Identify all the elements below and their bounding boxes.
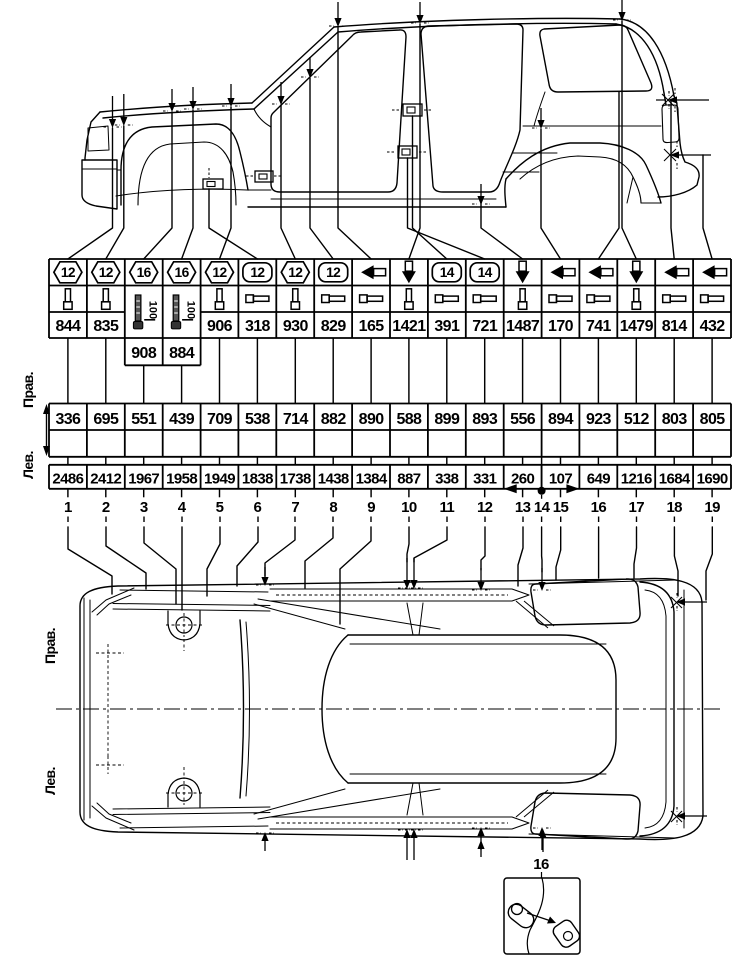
svg-text:16: 16	[591, 499, 607, 516]
svg-text:15: 15	[553, 499, 569, 516]
svg-text:1958: 1958	[166, 470, 197, 487]
svg-text:12: 12	[477, 499, 493, 516]
svg-text:814: 814	[662, 318, 688, 335]
svg-text:906: 906	[207, 318, 233, 335]
svg-text:884: 884	[169, 345, 195, 362]
svg-text:1738: 1738	[280, 470, 311, 487]
svg-text:1438: 1438	[318, 470, 349, 487]
svg-text:2486: 2486	[52, 470, 83, 487]
svg-text:1: 1	[64, 499, 72, 516]
svg-text:709: 709	[207, 411, 233, 428]
svg-text:14: 14	[440, 265, 455, 280]
svg-text:260: 260	[511, 470, 534, 487]
svg-text:893: 893	[472, 411, 498, 428]
svg-text:1384: 1384	[356, 470, 388, 487]
svg-text:432: 432	[700, 318, 726, 335]
svg-text:887: 887	[397, 470, 420, 487]
svg-text:1949: 1949	[204, 470, 235, 487]
svg-text:170: 170	[548, 318, 574, 335]
svg-text:556: 556	[510, 411, 536, 428]
svg-text:11: 11	[439, 499, 454, 516]
svg-text:882: 882	[321, 411, 347, 428]
svg-text:6: 6	[254, 499, 262, 516]
svg-text:Лев.: Лев.	[42, 767, 58, 795]
svg-text:512: 512	[624, 411, 650, 428]
svg-text:17: 17	[629, 499, 645, 516]
svg-text:107: 107	[549, 470, 572, 487]
svg-text:16: 16	[533, 856, 549, 873]
svg-text:894: 894	[548, 411, 574, 428]
svg-text:12: 12	[61, 265, 76, 280]
svg-text:835: 835	[93, 318, 119, 335]
svg-text:12: 12	[326, 265, 341, 280]
svg-text:3: 3	[140, 499, 148, 516]
svg-text:16: 16	[137, 265, 152, 280]
svg-text:10: 10	[401, 499, 417, 516]
svg-text:13: 13	[515, 499, 531, 516]
svg-text:1690: 1690	[697, 470, 728, 487]
svg-text:908: 908	[131, 345, 157, 362]
svg-text:649: 649	[587, 470, 610, 487]
svg-text:930: 930	[283, 318, 309, 335]
svg-text:829: 829	[321, 318, 347, 335]
svg-text:100: 100	[185, 301, 197, 319]
svg-text:741: 741	[586, 318, 612, 335]
svg-text:391: 391	[434, 318, 460, 335]
svg-text:8: 8	[329, 499, 337, 516]
svg-text:7: 7	[291, 499, 299, 516]
svg-text:890: 890	[359, 411, 385, 428]
svg-text:12: 12	[250, 265, 265, 280]
svg-text:2412: 2412	[90, 470, 121, 487]
svg-text:721: 721	[472, 318, 498, 335]
svg-text:Лев.: Лев.	[20, 451, 36, 479]
svg-text:1216: 1216	[621, 470, 652, 487]
svg-text:14: 14	[478, 265, 493, 280]
svg-text:Прав.: Прав.	[20, 372, 36, 408]
svg-text:1967: 1967	[128, 470, 159, 487]
svg-text:Прав.: Прав.	[42, 628, 58, 664]
svg-text:1684: 1684	[659, 470, 691, 487]
svg-text:695: 695	[93, 411, 119, 428]
svg-text:165: 165	[359, 318, 385, 335]
svg-text:12: 12	[212, 265, 227, 280]
svg-text:439: 439	[169, 411, 195, 428]
svg-text:1421: 1421	[392, 318, 426, 335]
svg-text:1838: 1838	[242, 470, 273, 487]
svg-text:551: 551	[131, 411, 157, 428]
svg-text:714: 714	[283, 411, 309, 428]
svg-text:803: 803	[662, 411, 688, 428]
svg-text:5: 5	[216, 499, 224, 516]
svg-text:336: 336	[55, 411, 81, 428]
svg-text:844: 844	[55, 318, 81, 335]
svg-text:899: 899	[434, 411, 460, 428]
svg-text:4: 4	[178, 499, 187, 516]
svg-text:16: 16	[175, 265, 190, 280]
svg-text:923: 923	[586, 411, 612, 428]
svg-text:1479: 1479	[620, 318, 654, 335]
svg-text:14: 14	[534, 499, 551, 516]
svg-text:18: 18	[666, 499, 682, 516]
svg-text:19: 19	[704, 499, 720, 516]
svg-text:9: 9	[367, 499, 375, 516]
svg-text:100: 100	[147, 301, 159, 319]
svg-text:338: 338	[435, 470, 458, 487]
svg-text:1487: 1487	[506, 318, 540, 335]
svg-text:588: 588	[396, 411, 422, 428]
svg-text:331: 331	[473, 470, 496, 487]
svg-text:805: 805	[700, 411, 726, 428]
svg-text:12: 12	[99, 265, 114, 280]
svg-text:2: 2	[102, 499, 110, 516]
svg-text:12: 12	[288, 265, 303, 280]
svg-text:538: 538	[245, 411, 271, 428]
svg-text:318: 318	[245, 318, 271, 335]
